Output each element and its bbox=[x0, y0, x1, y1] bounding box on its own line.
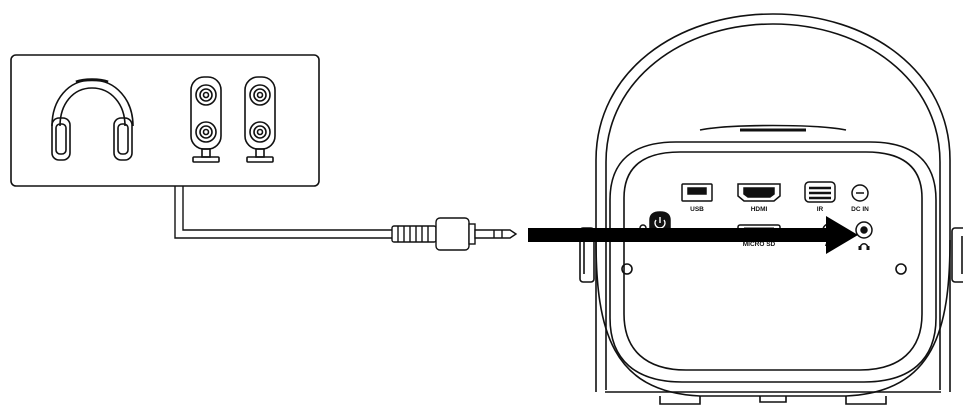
ir-sensor bbox=[804, 181, 836, 203]
micro-sd-label: MICRO SD bbox=[743, 241, 776, 248]
headphone-port-icon bbox=[855, 221, 873, 250]
audio-jack-plug-icon bbox=[391, 217, 518, 251]
hdmi-port bbox=[737, 183, 781, 202]
ir-label: IR bbox=[817, 206, 824, 213]
headphones-icon bbox=[51, 78, 134, 161]
hdmi-label: HDMI bbox=[751, 206, 768, 213]
insert-arrow bbox=[528, 216, 858, 254]
audio-cable bbox=[174, 186, 392, 239]
dc-in-label: DC IN bbox=[851, 206, 869, 213]
usb-port bbox=[681, 183, 713, 202]
dc-in-port bbox=[851, 184, 869, 202]
projector-icon bbox=[579, 13, 963, 405]
speaker-icon bbox=[190, 76, 222, 163]
speaker-icon bbox=[244, 76, 276, 163]
usb-label: USB bbox=[690, 206, 704, 213]
audio-device-panel bbox=[10, 54, 320, 187]
